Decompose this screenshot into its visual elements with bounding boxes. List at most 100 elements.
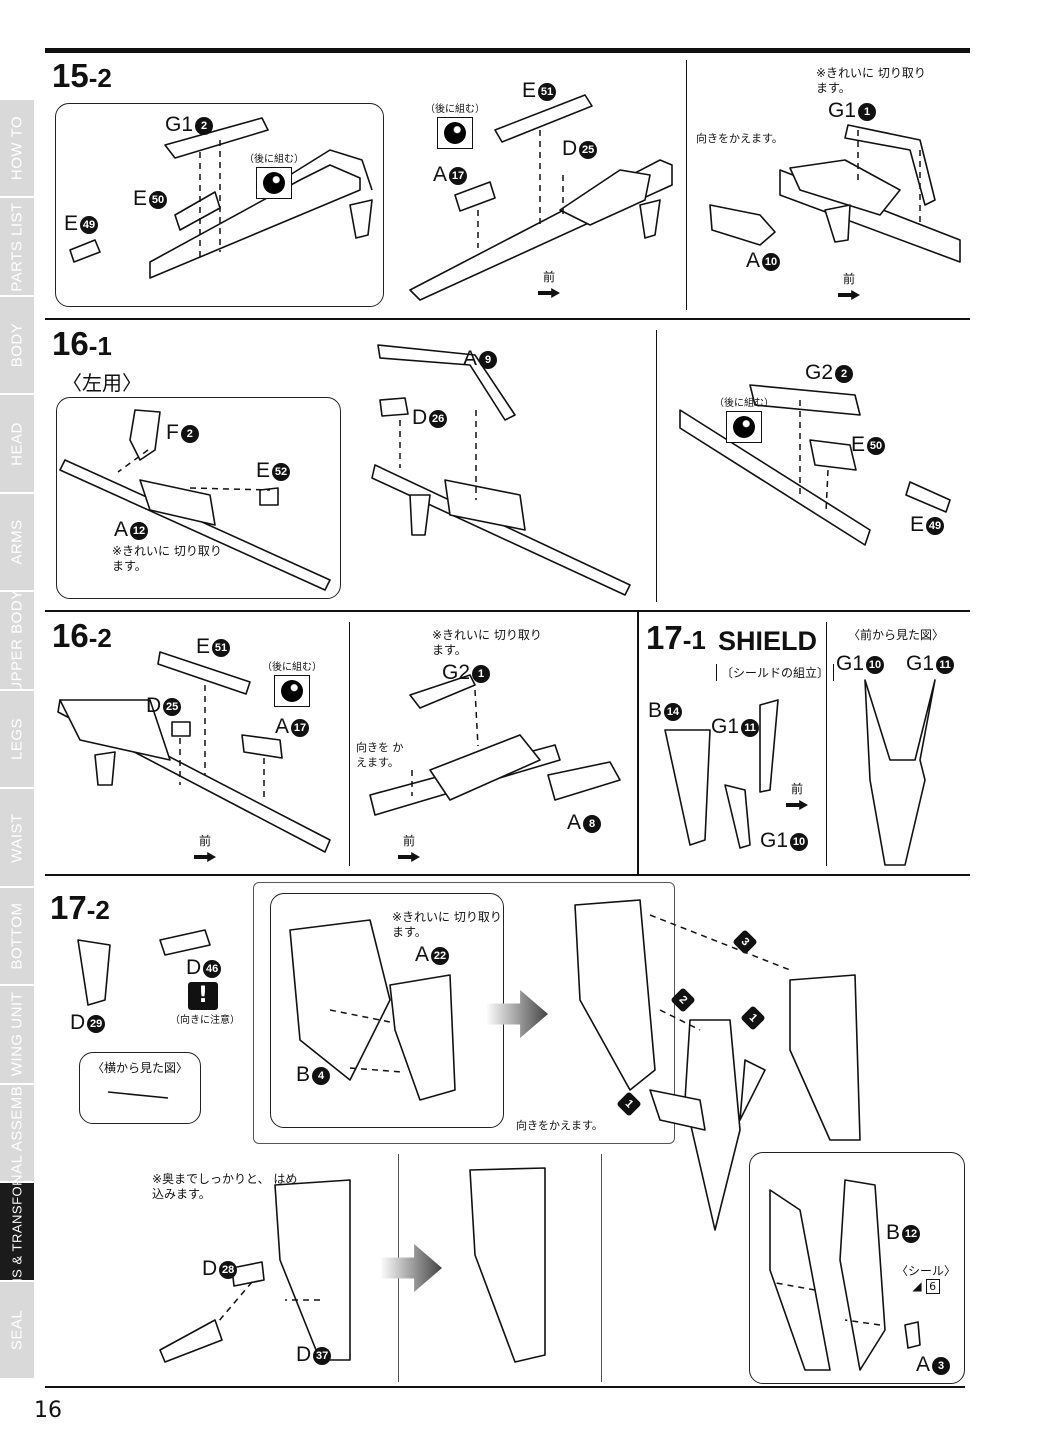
order-mark: 2	[670, 987, 696, 1013]
sidebar-tab-label: WEAPONS & TRANSFORMATION	[10, 1183, 25, 1279]
panel-divider	[686, 60, 687, 310]
panel-divider	[826, 622, 827, 866]
orientation-caution-note: （向きに注意）	[170, 1015, 240, 1026]
step-15-2-heading: 15-2	[52, 57, 112, 94]
step-16-2-heading: 16-2	[52, 617, 112, 654]
press-in-note: ※奥までしっかりと、 はめ込みます。	[152, 1172, 298, 1201]
front-direction-mark: 前	[538, 268, 560, 298]
sticker-callout: 〈シール〉◢6	[896, 1264, 957, 1294]
sidebar-tab-label: HEAD	[8, 421, 26, 466]
front-direction-mark: 前	[194, 832, 216, 862]
sidebar-tab: UPPER BODY	[0, 592, 34, 691]
shield-title: SHIELD	[718, 626, 818, 656]
sidebar-tab-label: HOW TO	[8, 116, 26, 181]
sidebar-tab-label: WING UNIT	[8, 992, 26, 1077]
clean-cut-note: ※きれいに 切り取ります。	[816, 66, 926, 95]
sidebar-tab-label: ARMS	[8, 519, 26, 565]
page-number: 16	[34, 1398, 62, 1423]
shield-subtitle: 〔シールドの組立〕	[716, 664, 835, 681]
sidebar-tab: BODY	[0, 296, 34, 396]
clean-cut-note: ※きれいに 切り取ります。	[432, 628, 542, 657]
sidebar-tab: WAIST	[0, 789, 34, 888]
section-divider	[45, 610, 970, 612]
detail-callout-box	[55, 103, 384, 307]
sidebar-tab-label: UPPER BODY	[8, 592, 26, 691]
sidebar-tab-label: PARTS LIST	[8, 201, 26, 292]
step-16-1-heading: 16-1	[52, 325, 112, 362]
front-direction-mark: 前	[838, 270, 860, 300]
clean-cut-note: ※きれいに 切り取ります。	[112, 544, 222, 573]
bottom-rule	[45, 1386, 965, 1388]
section-divider	[45, 874, 970, 876]
sidebar-tab: HEAD	[0, 395, 34, 494]
order-mark: 3	[732, 929, 758, 955]
step-17-1-heading: 17-1	[646, 619, 706, 656]
sidebar-tab-label: WAIST	[8, 812, 26, 863]
sidebar-tab: HOW TO	[0, 100, 34, 199]
caution-icon: !	[188, 982, 218, 1010]
sidebar-tab-label: BOTTOM	[8, 902, 26, 970]
section-index-sidebar: HOW TO PARTS LIST BODY HEAD ARMS UPPER BODY LE…	[0, 100, 34, 1381]
panel-divider	[349, 622, 350, 866]
sidebar-tab: LEGS	[0, 690, 34, 790]
sidebar-tab: WING UNIT	[0, 986, 34, 1085]
top-rule	[45, 48, 970, 53]
sidebar-tab: BOTTOM	[0, 887, 34, 987]
assemble-later-mark: （後に組む）	[262, 658, 322, 707]
front-direction-mark: 前	[786, 780, 808, 810]
assemble-later-mark: （後に組む）	[244, 150, 304, 199]
turn-note: 向きをかえます。	[516, 1119, 603, 1132]
order-mark: 1	[740, 1005, 766, 1031]
clean-cut-note: ※きれいに 切り取ります。	[392, 910, 502, 939]
panel-divider	[637, 612, 639, 874]
side-view-caption: 〈横から見た図〉	[92, 1061, 189, 1075]
sidebar-tab: SEAL	[0, 1281, 34, 1381]
front-view-caption: 〈前から見た図〉	[848, 628, 945, 642]
assemble-later-mark: （後に組む）	[714, 394, 774, 443]
front-direction-mark: 前	[398, 832, 420, 862]
sidebar-tab-label: LEGS	[8, 718, 26, 761]
step-17-2-heading: 17-2	[50, 889, 110, 926]
sidebar-tab-label: SEAL	[8, 1309, 26, 1351]
sidebar-tab-label: FINAL ASSEMBLE	[8, 1084, 26, 1184]
sidebar-tab-label: BODY	[8, 322, 26, 368]
sidebar-tab: PARTS LIST	[0, 198, 34, 297]
turn-note: 向きを かえます。	[356, 741, 404, 769]
sidebar-tab: WEAPONS & TRANSFORMATION	[0, 1183, 34, 1282]
side-view-box	[79, 1052, 201, 1124]
order-mark: 1	[616, 1091, 642, 1117]
assemble-later-mark: （後に組む）	[425, 100, 485, 149]
